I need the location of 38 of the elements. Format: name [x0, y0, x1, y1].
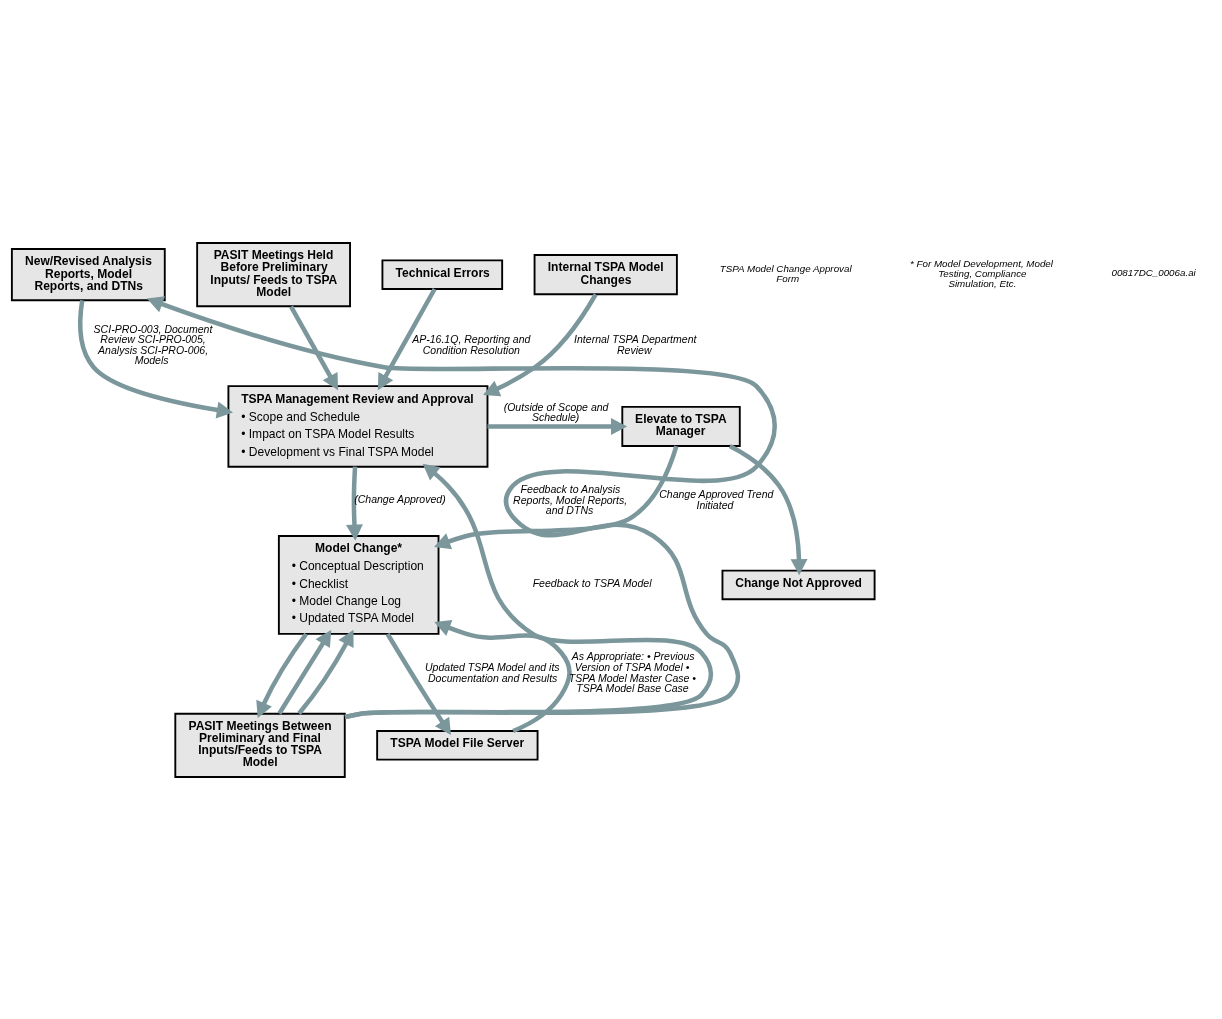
label: * For Model Development, Model Testing, Compliance Simulation, Etc. [910, 257, 1053, 289]
edge-label: SCI-PRO-003, Document Review SCI-PRO-005, Analysis SCI-PRO-006, Models [93, 322, 213, 366]
arrow [728, 443, 808, 575]
arrow [297, 629, 354, 715]
edge-label: Change Approved Trend Initiated [659, 487, 774, 511]
edge-label: AP-16.1Q, Reporting and Condition Resolution [412, 332, 531, 356]
node-box: Internal TSPA Model Changes [533, 253, 678, 295]
arrow [483, 292, 598, 396]
edge-label: Feedback to Analysis Reports, Model Reports, and DTNs [513, 482, 628, 516]
edge-label: Internal TSPA Department Review [574, 332, 697, 356]
arrow [78, 299, 233, 418]
edge-label: (Change Approved) [354, 492, 446, 505]
arrow [146, 295, 777, 719]
node-box: Model Change* • Conceptual Description • Checklist • Model Change Log • Updated TSPA Model [277, 534, 440, 635]
arrow [346, 466, 363, 541]
node-box: TSPA Model File Server [376, 729, 539, 761]
label: 00817DC_0006a.ai [1111, 266, 1196, 278]
node-box: Elevate to TSPA Manager [621, 405, 741, 447]
arrow [289, 304, 339, 390]
arrow [434, 619, 572, 733]
edge-label: As Appropriate: • Previous Version of TSPA Model • TSPA Model Master Case • TSPA Model Base Case [568, 649, 697, 694]
node-box: PASIT Meetings Held Before Preliminary Inputs/ Feeds to TSPA Model [196, 241, 351, 307]
arrow [385, 632, 451, 735]
arrow [277, 629, 332, 715]
node-box: New/Revised Analysis Reports, Model Reports, and DTNs [10, 247, 166, 301]
edge-label: Updated TSPA Model and its Documentation and Results [424, 660, 560, 683]
label: TSPA Model Change Approval Form [719, 262, 852, 284]
arrow [256, 632, 308, 718]
edge-label: Feedback to TSPA Model [532, 576, 652, 589]
arrow [377, 287, 437, 390]
arrow [344, 463, 714, 719]
arrow [487, 417, 628, 435]
node-box: PASIT Meetings Between Preliminary and Final Inputs/Feeds to TSPA Model [174, 712, 346, 778]
node-box: TSPA Management Review and Approval • Scope and Schedule • Impact on TSPA Model Results • Development vs Final TSPA Model [227, 384, 489, 468]
arrow [434, 444, 679, 549]
node-box: Change Not Approved [721, 569, 876, 600]
node-box: Technical Errors [381, 258, 504, 290]
edge-label: (Outside of Scope and Schedule) [503, 400, 609, 423]
